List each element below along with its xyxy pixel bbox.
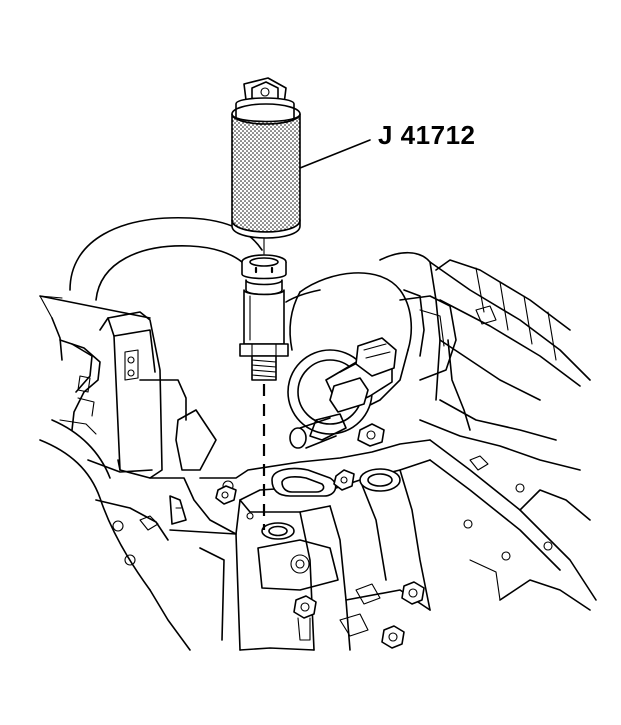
engine-block <box>39 216 597 651</box>
tool-callout-label: J 41712 <box>378 120 476 150</box>
bolt <box>401 581 425 605</box>
connector-assembly <box>287 337 397 449</box>
bolt <box>293 595 317 641</box>
socket-tool <box>231 77 301 239</box>
callout-leader <box>299 139 371 169</box>
bolt <box>381 625 405 649</box>
sensor <box>239 254 289 381</box>
